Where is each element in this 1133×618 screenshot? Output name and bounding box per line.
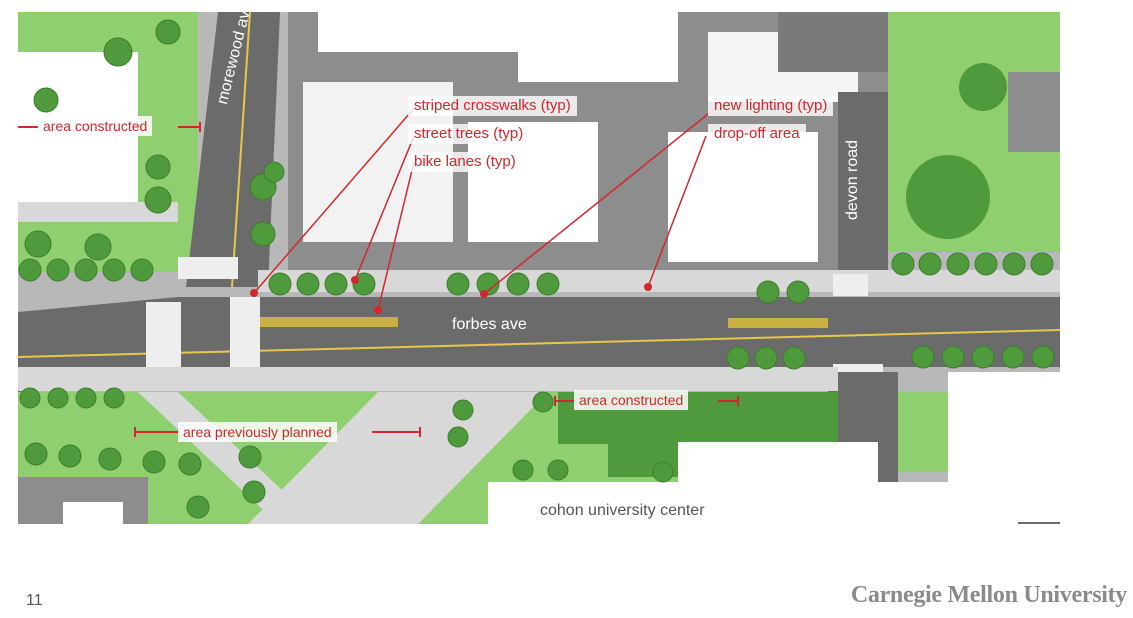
site-plan-drawing bbox=[18, 12, 1060, 524]
callout-drop-off-area: drop-off area bbox=[708, 124, 806, 144]
building-label-cohon: cohon university center bbox=[540, 502, 705, 519]
area-previously-planned-tick-right bbox=[419, 427, 421, 437]
area-constructed-center-line-left bbox=[555, 400, 574, 402]
area-constructed-center-tick-right bbox=[737, 396, 739, 406]
street-label-devon: devon road bbox=[844, 139, 861, 220]
cmu-logo: Carnegie Mellon University bbox=[850, 582, 1127, 608]
callout-striped-crosswalks: striped crosswalks (typ) bbox=[408, 96, 577, 116]
area-previously-planned-line-right bbox=[372, 431, 420, 433]
area-constructed-top-left-label: area constructed bbox=[38, 116, 153, 136]
area-constructed-center-label: area constructed bbox=[574, 390, 689, 410]
area-constructed-center-line-right bbox=[718, 400, 738, 402]
site-plan-map: morewood ave. forbes ave devon road stri… bbox=[18, 12, 1060, 524]
street-label-forbes: forbes ave bbox=[452, 316, 527, 333]
callout-bike-lanes: bike lanes (typ) bbox=[408, 152, 522, 172]
area-previously-planned-label: area previously planned bbox=[178, 422, 337, 442]
callout-street-trees: street trees (typ) bbox=[408, 124, 530, 144]
callout-new-lighting: new lighting (typ) bbox=[708, 96, 834, 116]
area-constructed-top-left-line-left bbox=[18, 126, 38, 128]
area-previously-planned-line-left bbox=[135, 431, 178, 433]
area-constructed-top-left-line-right bbox=[178, 126, 200, 128]
area-constructed-top-left-tick bbox=[199, 122, 201, 132]
page-number: 11 bbox=[26, 592, 43, 609]
